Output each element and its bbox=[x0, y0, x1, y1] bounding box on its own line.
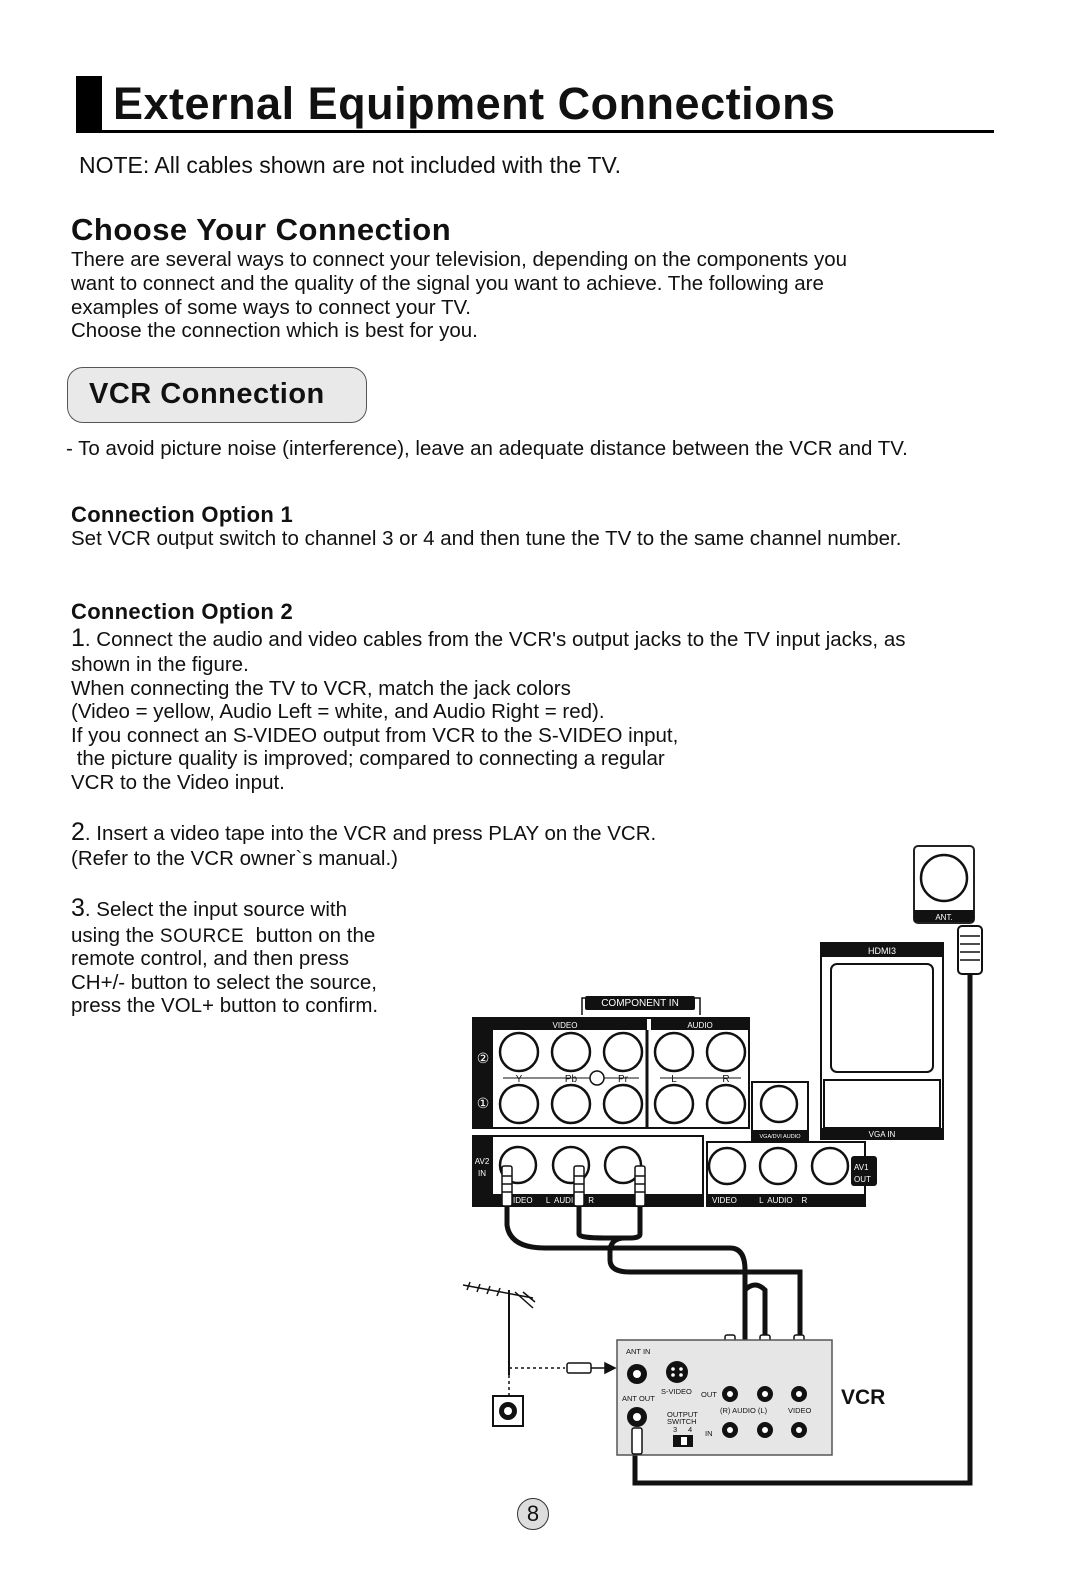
step2-number: 2 bbox=[71, 818, 85, 846]
ant-cable bbox=[632, 925, 983, 1486]
vcr-connection-pill: VCR Connection bbox=[67, 367, 367, 423]
vcr-output-label: OUTPUT bbox=[667, 1410, 698, 1419]
vcr-switch-label: SWITCH bbox=[667, 1417, 697, 1426]
av1-out-panel: AV1 OUT VIDEO L AUDIO R bbox=[706, 1141, 877, 1207]
option2-heading: Connection Option 2 bbox=[71, 599, 294, 624]
wall-jack-icon bbox=[492, 1395, 524, 1427]
pb-label: Pb bbox=[565, 1074, 578, 1085]
av1-bottom-label: VIDEO L AUDIO R bbox=[712, 1196, 808, 1205]
hdmi-vga-panel: HDMI3 VGA IN bbox=[820, 942, 944, 1140]
component-in-header: COMPONENT IN bbox=[581, 996, 701, 1015]
step3-text: using the bbox=[71, 924, 160, 947]
vcr-audio-label: (R) AUDIO (L) bbox=[720, 1406, 768, 1415]
step1-text: . Connect the audio and video cables fro… bbox=[84, 628, 906, 651]
vcr-connection-heading: VCR Connection bbox=[89, 378, 325, 410]
row2-marker: ② bbox=[477, 1050, 490, 1066]
vcr-device: ANT IN ANT OUT S-VIDEO OUT (R) AUDIO (L)… bbox=[616, 1339, 885, 1456]
vcr-in-label: IN bbox=[705, 1429, 713, 1438]
step3-text: button on the bbox=[244, 924, 376, 947]
step3-line: remote control, and then press bbox=[71, 947, 350, 970]
vcr-video-label: VIDEO bbox=[788, 1406, 812, 1415]
av2-in-label: IN bbox=[478, 1169, 486, 1178]
ant-jack: ANT. bbox=[913, 845, 975, 924]
step1-line: VCR to the Video input. bbox=[71, 771, 285, 794]
audio-label: AUDIO bbox=[687, 1021, 712, 1030]
vga-dvi-audio-jack: VGA/DVI AUDIO bbox=[751, 1081, 809, 1141]
vcr-ant-in-label: ANT IN bbox=[626, 1347, 650, 1356]
option1-text: Set VCR output switch to channel 3 or 4 … bbox=[71, 527, 902, 550]
option1-heading: Connection Option 1 bbox=[71, 502, 294, 527]
hdmi-label: HDMI3 bbox=[868, 946, 896, 956]
vcr-out-label: OUT bbox=[701, 1390, 717, 1399]
choose-line: There are several ways to connect your t… bbox=[71, 248, 848, 271]
step2-line: (Refer to the VCR owner`s manual.) bbox=[71, 847, 398, 870]
video-label: VIDEO bbox=[553, 1021, 578, 1030]
vga-dvi-audio-label: VGA/DVI AUDIO bbox=[760, 1134, 802, 1140]
title-underline bbox=[76, 130, 994, 133]
rca-plugs-tv bbox=[501, 1165, 646, 1207]
vcr-switch-4: 4 bbox=[688, 1425, 692, 1434]
av2-bottom-label: IDEO L AUDIO R bbox=[513, 1196, 594, 1205]
step3-number: 3 bbox=[71, 894, 85, 922]
step2-text: . Insert a video tape into the VCR and p… bbox=[84, 822, 657, 845]
page-title: External Equipment Connections bbox=[113, 78, 836, 129]
step1-line: When connecting the TV to VCR, match the… bbox=[71, 677, 571, 700]
choose-line: examples of some ways to connect your TV… bbox=[71, 296, 471, 319]
av1-out-label: OUT bbox=[854, 1175, 871, 1184]
l-label: L bbox=[671, 1074, 677, 1085]
vga-in-label: VGA IN bbox=[869, 1130, 896, 1139]
av-cables bbox=[504, 1206, 803, 1340]
y-label: Y bbox=[516, 1074, 523, 1085]
av2-label: AV2 bbox=[475, 1157, 490, 1166]
step1-line: shown in the figure. bbox=[71, 653, 249, 676]
avoid-noise-note: - To avoid picture noise (interference),… bbox=[66, 437, 908, 460]
ant-label: ANT. bbox=[935, 913, 952, 922]
note-text: NOTE: All cables shown are not included … bbox=[79, 152, 622, 178]
choose-line: want to connect and the quality of the s… bbox=[71, 272, 824, 295]
title-bar-accent bbox=[76, 76, 102, 131]
outdoor-antenna-icon bbox=[462, 1281, 617, 1395]
choose-line: Choose the connection which is best for … bbox=[71, 319, 478, 342]
component-panel: VIDEO AUDIO ② ① Y Pb Pr L R bbox=[472, 1017, 750, 1129]
r-label: R bbox=[722, 1074, 729, 1085]
vcr-s-video-label: S-VIDEO bbox=[661, 1387, 692, 1396]
step3-line: using the SOURCE button on the bbox=[71, 924, 375, 949]
step2-line: 2. Insert a video tape into the VCR and … bbox=[71, 818, 657, 846]
av1-label: AV1 bbox=[854, 1163, 869, 1172]
component-in-label: COMPONENT IN bbox=[601, 998, 679, 1009]
step1-line: 1. Connect the audio and video cables fr… bbox=[71, 624, 906, 652]
step1-line: If you connect an S-VIDEO output from VC… bbox=[71, 724, 679, 747]
step1-line: the picture quality is improved; compare… bbox=[71, 747, 665, 770]
step1-line: (Video = yellow, Audio Left = white, and… bbox=[71, 700, 605, 723]
source-button-label: SOURCE bbox=[159, 926, 245, 947]
vcr-ant-out-label: ANT OUT bbox=[622, 1394, 655, 1403]
pr-label: Pr bbox=[618, 1074, 629, 1085]
vcr-switch-3: 3 bbox=[673, 1425, 677, 1434]
choose-heading: Choose Your Connection bbox=[71, 212, 452, 247]
page-number: 8 bbox=[517, 1498, 549, 1530]
step3-text: . Select the input source with bbox=[84, 898, 347, 921]
step3-line: CH+/- button to select the source, bbox=[71, 971, 377, 994]
step1-number: 1 bbox=[71, 624, 85, 652]
connection-diagram: ANT. HDMI3 VGA IN COMPONENT IN VIDEO AUD… bbox=[462, 845, 983, 1486]
vcr-label: VCR bbox=[841, 1386, 885, 1409]
row1-marker: ① bbox=[477, 1095, 490, 1111]
step3-line: press the VOL+ button to confirm. bbox=[71, 994, 379, 1017]
step3-line: 3. Select the input source with bbox=[71, 894, 347, 922]
